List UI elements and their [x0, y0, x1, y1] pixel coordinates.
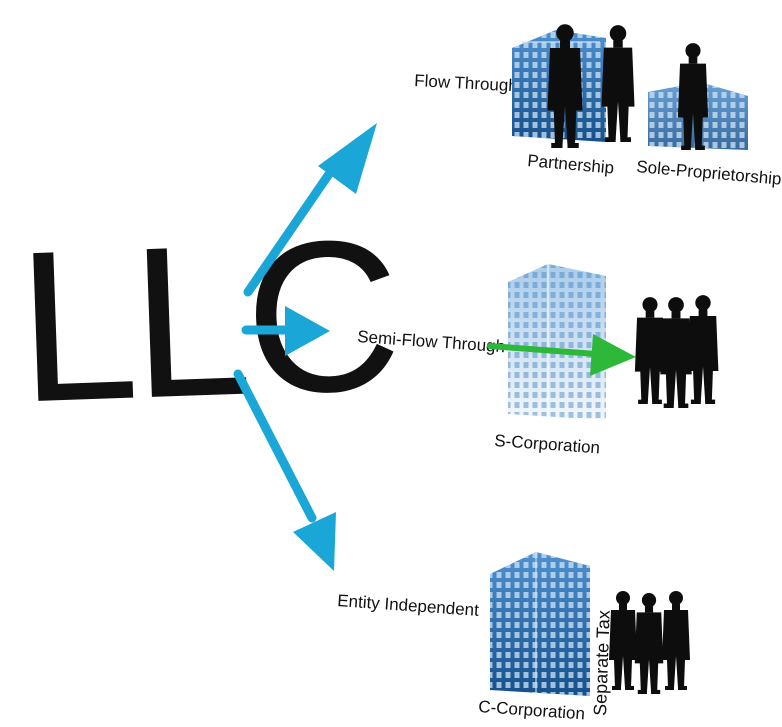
branch-label-entity-independent: Entity Independent: [337, 591, 480, 620]
entity-label-c-corporation: C-Corporation: [478, 697, 586, 723]
arrow-to-semi-flow-through: [241, 306, 330, 356]
green-arrow-to-shareholders: [487, 334, 636, 376]
entity-label-partnership: Partnership: [527, 151, 615, 178]
side-label-separate-tax: Separate Tax: [590, 610, 614, 716]
entity-label-s-corporation: S-Corporation: [494, 431, 601, 457]
s-corporation-shareholders-icon: [634, 295, 719, 408]
c-corporation-building-icon: [490, 552, 590, 696]
branch-label-flow-through: Flow Through: [414, 71, 518, 95]
arrow-to-entity-independent: [233, 369, 336, 571]
c-corporation-shareholders-icon: [609, 591, 690, 694]
root-llc-label: LLC: [14, 193, 399, 447]
arrow-to-flow-through: [243, 123, 377, 297]
entity-label-sole-proprietorship: Sole-Proprietorship: [636, 157, 782, 189]
s-corporation-building-icon: [508, 264, 606, 420]
